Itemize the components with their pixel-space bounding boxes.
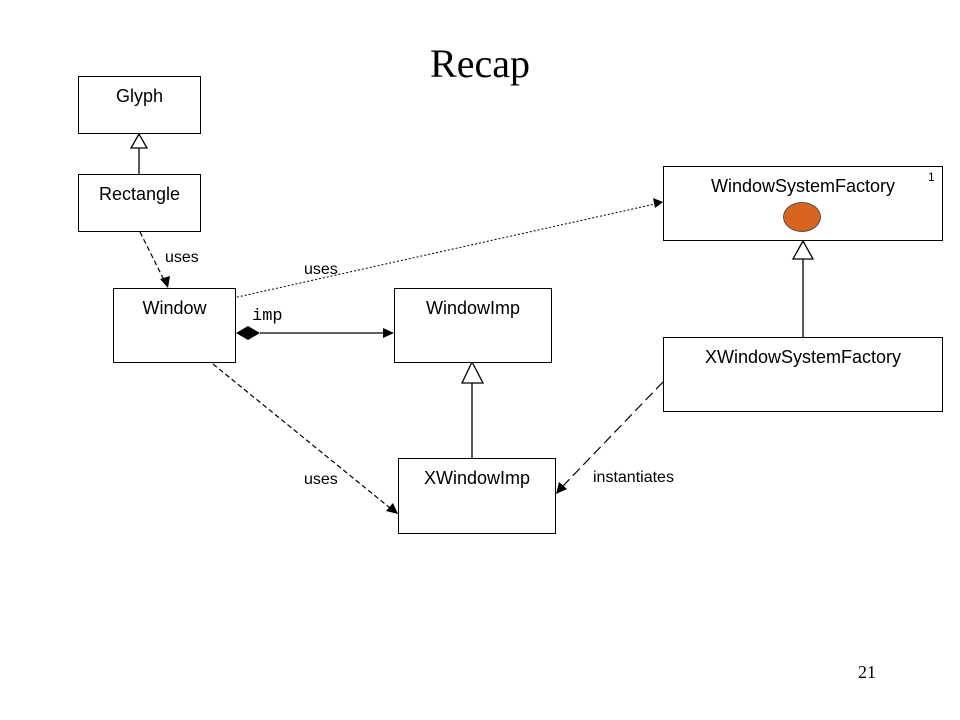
class-rectangle[interactable]: Rectangle	[78, 174, 201, 232]
inheritance-triangle-factory	[791, 239, 815, 260]
class-name-xwindowsystemfactory: XWindowSystemFactory	[704, 347, 902, 367]
inheritance-triangle-glyph	[129, 132, 149, 149]
page-number: 21	[858, 662, 876, 682]
dependency-rectangle-window	[139, 231, 167, 285]
uses-label-window-factory: uses	[304, 261, 338, 278]
composition-diamond	[236, 326, 260, 340]
class-name-rectangle: Rectangle	[98, 184, 181, 204]
uses-label-rectangle-window: uses	[165, 249, 199, 266]
multiplicity-label: 1	[928, 170, 935, 184]
inheritance-triangle-windowimp	[460, 360, 485, 384]
class-name-xwindowimp: XWindowImp	[423, 468, 531, 488]
dependency-window-factory	[232, 203, 656, 299]
class-glyph[interactable]: Glyph	[78, 76, 201, 134]
class-xwindowsystemfactory[interactable]: XWindowSystemFactory	[663, 337, 943, 412]
class-name-windowimp: WindowImp	[425, 298, 521, 318]
arrowhead-xwindowimp	[386, 503, 398, 514]
dependency-window-xwindowimp	[212, 363, 391, 509]
dependency-instantiates	[561, 381, 664, 488]
uses-label-window-xwindowimp: uses	[304, 471, 338, 488]
class-xwindowimp[interactable]: XWindowImp	[398, 458, 556, 534]
class-name-glyph: Glyph	[115, 86, 164, 106]
arrowhead-windowimp	[383, 328, 394, 338]
instantiates-label: instantiates	[593, 469, 674, 486]
class-name-window: Window	[142, 298, 207, 318]
arrowhead-instantiates	[556, 482, 567, 494]
singleton-marker	[783, 202, 821, 232]
arrowhead-rectangle-window	[160, 276, 170, 288]
class-window[interactable]: Window	[113, 288, 236, 363]
class-name-windowsystemfactory: WindowSystemFactory	[710, 176, 896, 196]
class-windowimp[interactable]: WindowImp	[394, 288, 552, 363]
imp-role-label: imp	[252, 307, 283, 326]
slide-title: Recap	[430, 41, 530, 86]
arrowhead-window-factory	[653, 198, 663, 208]
